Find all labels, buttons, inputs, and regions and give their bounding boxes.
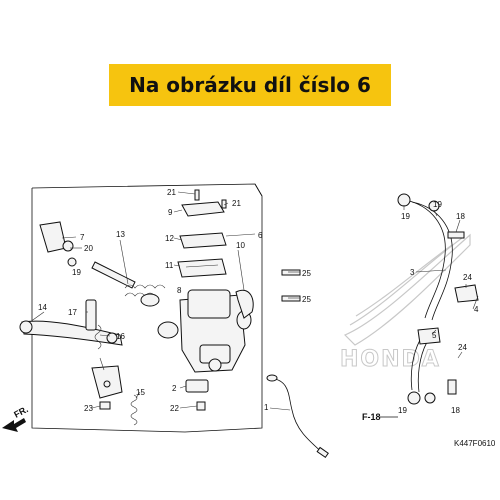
callout-16: 16	[116, 332, 125, 341]
banner-text: Na obrázku díl číslo 6	[129, 73, 371, 97]
diagram-code: K447F0610	[454, 439, 496, 448]
front-arrow-icon	[2, 418, 26, 432]
callout-9: 9	[168, 208, 173, 217]
callout-23: 23	[84, 404, 93, 413]
piston-set	[39, 221, 166, 307]
callout-25: 25	[302, 295, 311, 304]
callout-6: 6	[258, 231, 263, 240]
ref-mark: F-18	[362, 412, 381, 422]
callout-13: 13	[116, 230, 125, 239]
callout-19: 19	[433, 200, 442, 209]
callout-1: 1	[264, 403, 269, 412]
callout-22: 22	[170, 404, 179, 413]
callout-8: 8	[177, 286, 182, 295]
callout-5: 5	[432, 331, 437, 340]
callout-19: 19	[401, 212, 410, 221]
callout-14: 14	[38, 303, 47, 312]
callout-21: 21	[232, 199, 241, 208]
callout-21: 21	[167, 188, 176, 197]
callout-25: 25	[302, 269, 311, 278]
switch-cable	[266, 374, 329, 459]
callout-20: 20	[84, 244, 93, 253]
callout-3: 3	[410, 268, 415, 277]
lever-hardware	[85, 299, 206, 426]
master-cylinder-body	[157, 289, 252, 393]
brake-lever	[19, 320, 123, 346]
brake-hose	[397, 193, 479, 405]
honda-wordmark: HONDA	[340, 347, 441, 372]
reservoir-cap-set	[177, 189, 227, 278]
front-label: FR.	[12, 404, 29, 420]
callout-24: 24	[458, 343, 467, 352]
callout-7: 7	[80, 233, 85, 242]
callout-19: 19	[398, 406, 407, 415]
callout-10: 10	[236, 241, 245, 250]
callout-15: 15	[136, 388, 145, 397]
callout-11: 11	[165, 261, 174, 270]
brake-switch	[235, 269, 301, 319]
title-banner: Na obrázku díl číslo 6	[109, 64, 391, 106]
callout-24: 24	[463, 273, 472, 282]
callout-12: 12	[165, 234, 174, 243]
honda-wing-logo: HONDA	[340, 233, 471, 373]
callout-19: 19	[72, 268, 81, 277]
callout-18: 18	[451, 406, 460, 415]
callout-2: 2	[172, 384, 177, 393]
callout-17: 17	[68, 308, 77, 317]
callout-4: 4	[474, 305, 479, 314]
callout-18: 18	[456, 212, 465, 221]
